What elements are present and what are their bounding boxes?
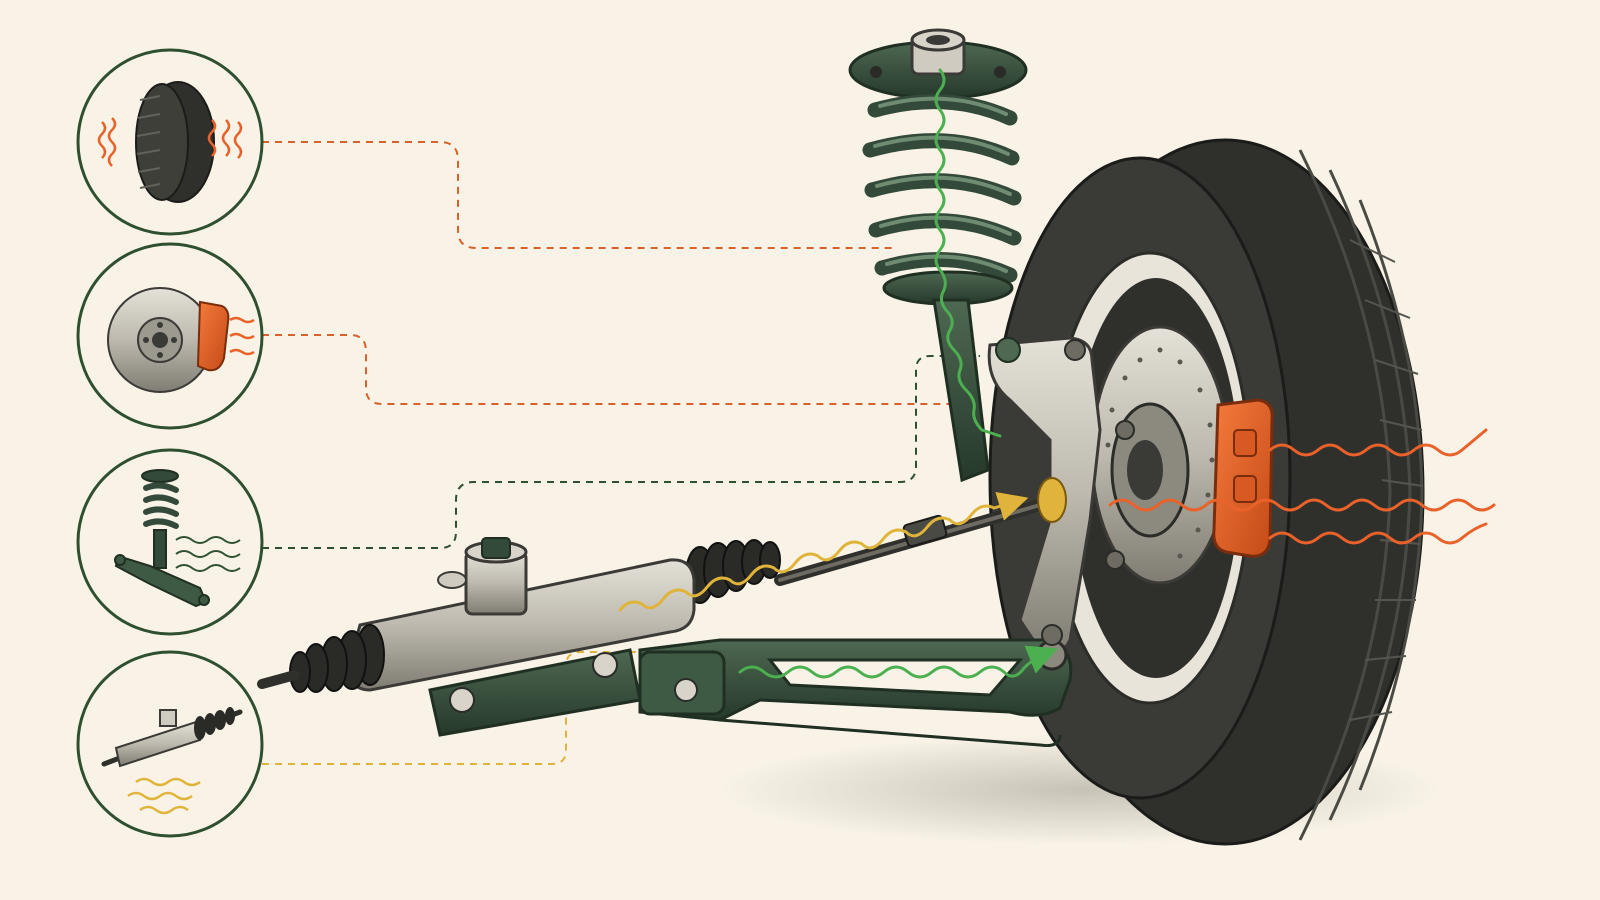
brake-disc-holes <box>1105 347 1215 559</box>
steering-rack-icon <box>101 707 243 768</box>
callout-brake-disc <box>76 242 264 430</box>
vibration-flow-control-arm <box>738 645 1058 679</box>
flow-lines <box>618 68 1496 679</box>
leader-line-tire <box>262 141 895 249</box>
brake-disc-icon <box>107 287 230 393</box>
heat-flow-brake <box>1108 428 1496 545</box>
tread-grooves <box>1298 149 1424 841</box>
vibration-flow-strut <box>934 68 1002 438</box>
steering-rack-bracket <box>428 648 642 737</box>
tread-blocks <box>1349 239 1424 721</box>
tire-icon <box>135 81 215 203</box>
callout-steering-rack <box>76 650 264 838</box>
callout-tire <box>76 48 264 236</box>
leader-line-strut <box>262 355 980 549</box>
lower-control-arm <box>638 624 1073 747</box>
callout-strut <box>76 448 264 636</box>
vibration-flow-tie-rod <box>618 491 1029 612</box>
coil-spring-strut <box>848 28 1028 483</box>
steering-rack <box>257 477 1067 737</box>
strut-icon <box>114 469 210 608</box>
leader-line-brake <box>262 334 960 405</box>
brake-caliper <box>1212 398 1274 558</box>
